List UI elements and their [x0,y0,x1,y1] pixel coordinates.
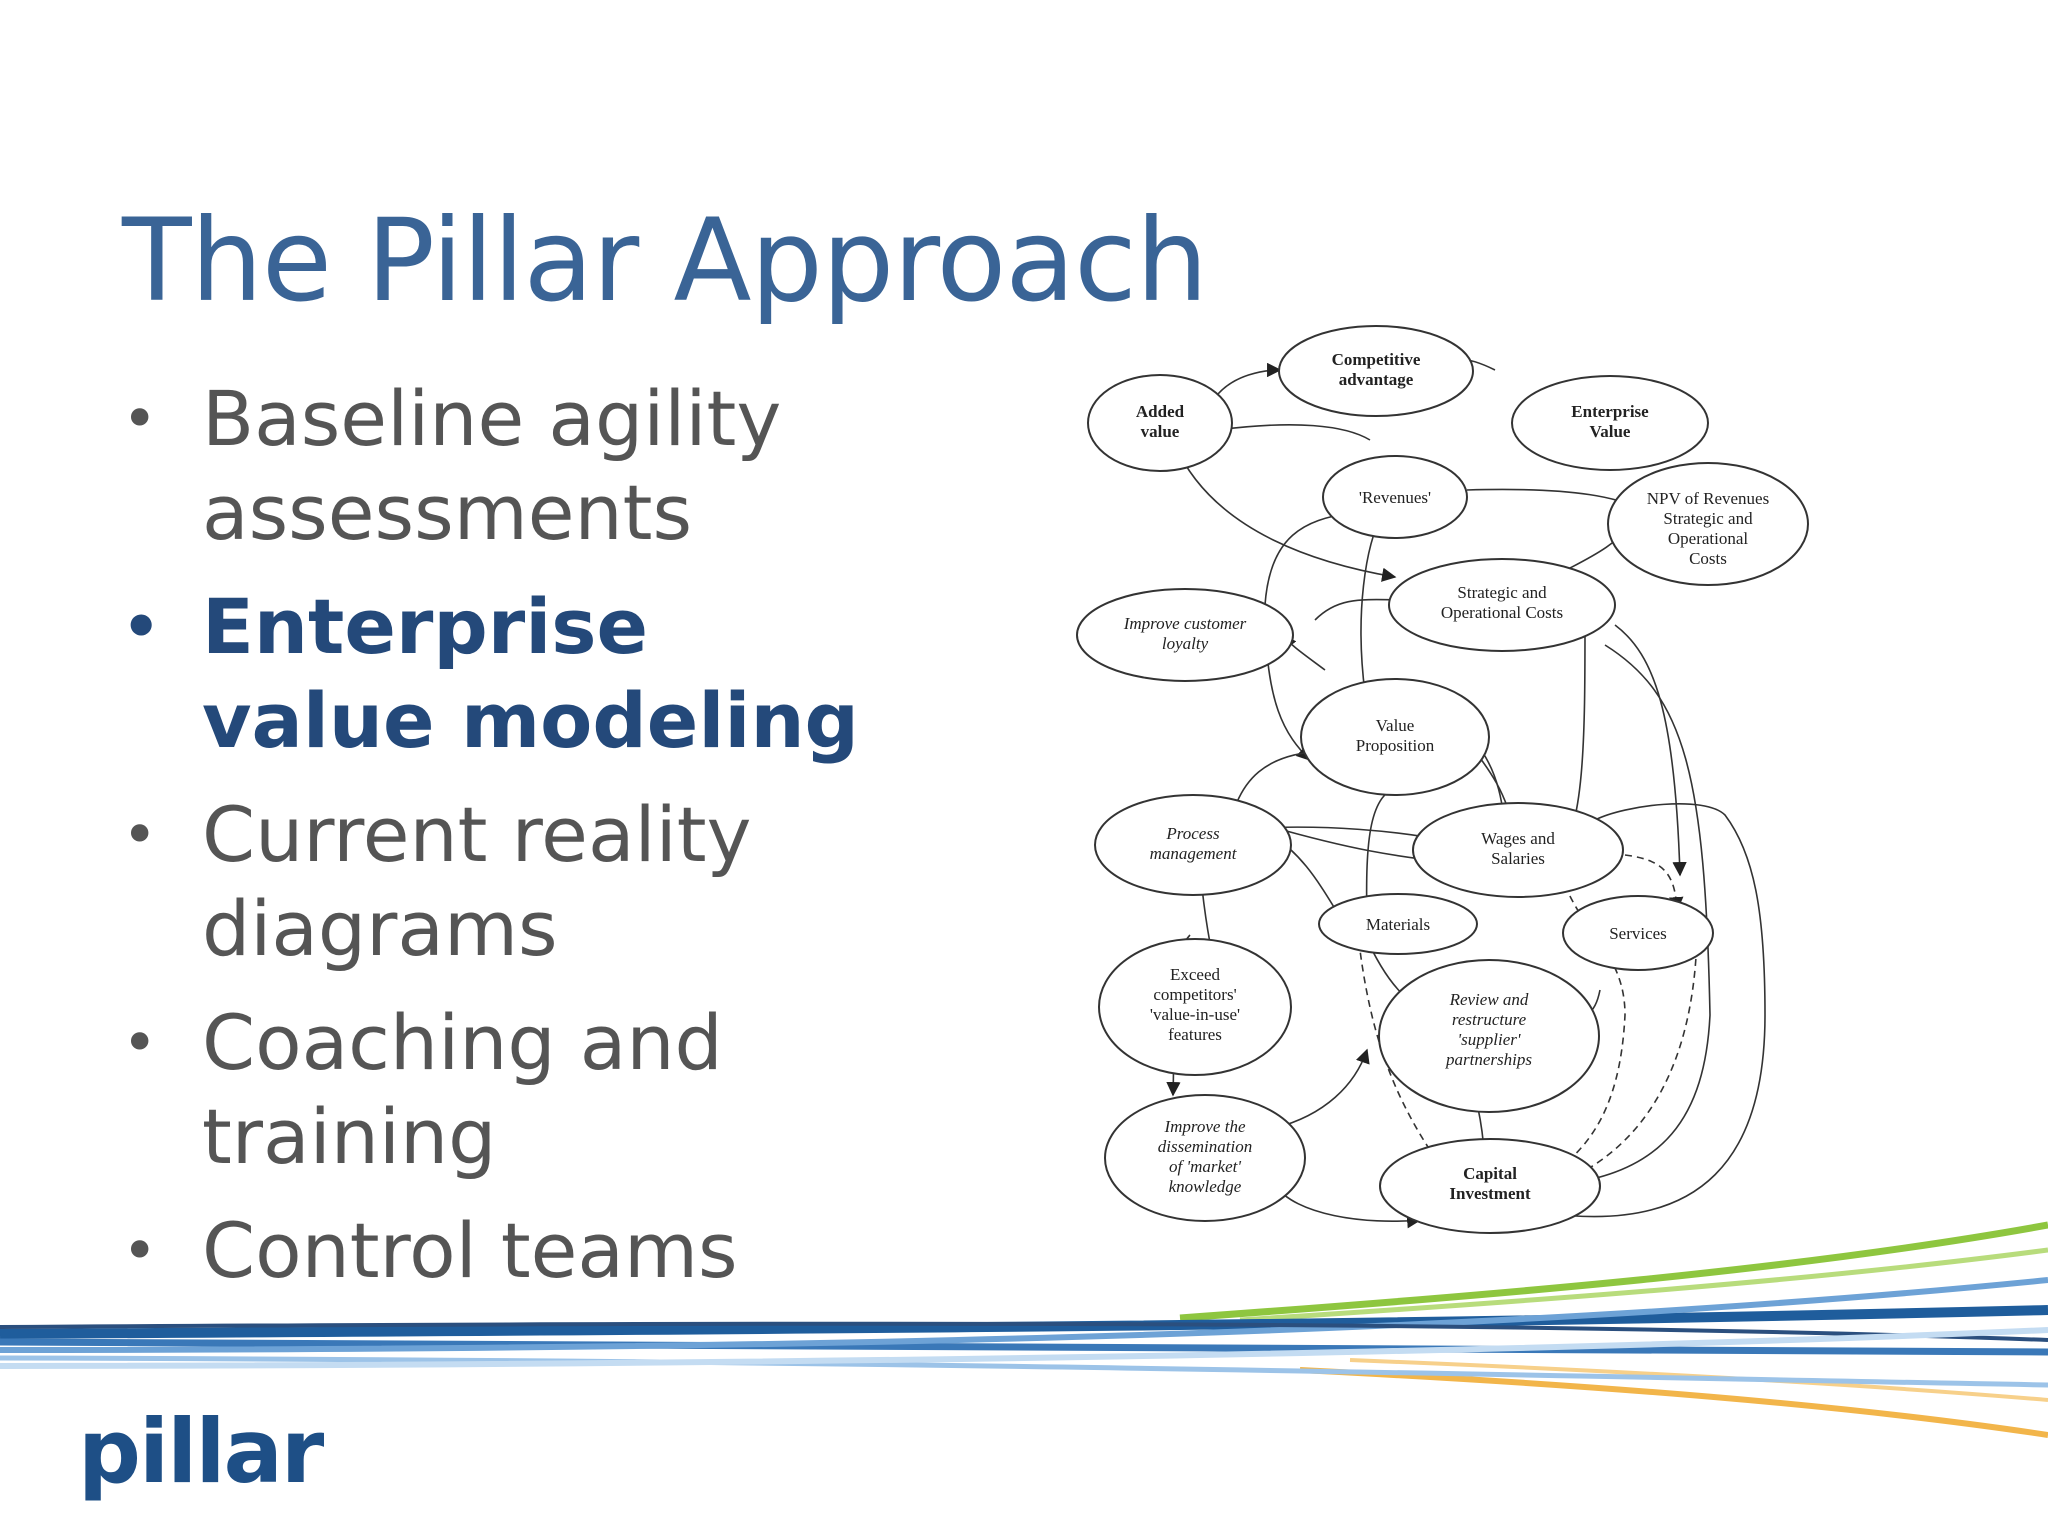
edge [1543,803,1766,1222]
node-enterprise-value: Enterprise Value [1511,375,1709,471]
bullet-dot-icon: • [122,1216,158,1286]
node-label: value [1141,422,1180,441]
node-label: Costs [1689,549,1727,568]
node-label: management [1150,844,1238,863]
node-label: Strategic and [1663,509,1753,528]
node-label: features [1168,1025,1222,1044]
node-label: loyalty [1162,634,1209,653]
bullet-dot-icon: • [122,384,158,454]
bullet-text: Current reality diagrams [202,790,752,973]
node-label: Competitive [1332,350,1421,369]
node-label: advantage [1339,370,1414,389]
node-label: dissemination [1158,1137,1252,1156]
bullet-list: • Baseline agility assessments • Enterpris… [122,372,882,1318]
node-label: Enterprise [1571,402,1649,421]
node-label: Value [1376,716,1415,735]
edge [1174,444,1397,582]
edge [1264,507,1352,606]
node-label: Capital [1463,1164,1517,1183]
node-label: Exceed [1170,965,1221,984]
node-label: Improve customer [1123,614,1247,633]
bullet-item-baseline-agility: • Baseline agility assessments [122,372,882,560]
edge [1215,421,1371,441]
node-label: Investment [1449,1184,1531,1203]
node-label: partnerships [1445,1050,1532,1069]
node-label: restructure [1452,1010,1527,1029]
node-revenues: 'Revenues' [1322,455,1468,539]
pillar-logo: pillar [78,1400,324,1503]
node-materials: Materials [1318,893,1478,955]
node-label: competitors' [1153,985,1236,1004]
node-label: Improve the [1163,1117,1245,1136]
node-label: Review and [1449,990,1529,1009]
node-label: Process [1165,824,1220,843]
bullet-item-coaching: • Coaching and training [122,996,882,1184]
node-label: Materials [1366,915,1430,934]
node-label: of 'market' [1169,1157,1241,1176]
node-improve-dissemination: Improve the dissemination of 'market' kn… [1104,1094,1306,1222]
bullet-text: Baseline agility assessments [202,374,782,557]
bullet-dot-icon: • [122,592,161,662]
dashed-edge [1558,934,1698,1185]
node-wages-salaries: Wages and Salaries [1412,802,1624,898]
node-exceed-competitors: Exceed competitors' 'value-in-use' featu… [1098,938,1292,1076]
node-label: Operational Costs [1441,603,1563,622]
node-label: Proposition [1356,736,1435,755]
node-label: Value [1590,422,1631,441]
node-capital-investment: Capital Investment [1379,1138,1601,1234]
node-label: Added [1136,402,1185,421]
bullet-item-enterprise-value: • Enterprise value modeling [122,580,882,768]
node-process-management: Process management [1094,794,1292,896]
decorative-wave-lines [0,1221,2048,1438]
node-improve-customer-loyalty: Improve customer loyalty [1076,588,1294,682]
node-competitive-advantage: Competitive advantage [1278,325,1474,417]
node-label: 'Revenues' [1359,488,1431,507]
node-label: Services [1609,924,1667,943]
bullet-dot-icon: • [122,800,158,870]
node-label: Strategic and [1457,583,1547,602]
bullet-item-current-reality: • Current reality diagrams [122,788,882,976]
node-review-partnerships: Review and restructure 'supplier' partne… [1378,959,1600,1113]
node-label: Salaries [1491,849,1545,868]
node-label: NPV of Revenues [1647,489,1769,508]
node-label: knowledge [1169,1177,1242,1196]
bullet-dot-icon: • [122,1008,158,1078]
slide-title: The Pillar Approach [122,194,1208,328]
edge [1614,624,1687,877]
bullet-text: Control teams [202,1206,738,1295]
edge [1274,1048,1370,1129]
node-strategic-operational-costs: Strategic and Operational Costs [1388,558,1616,652]
enterprise-value-diagram: Added value Competitive advantage Enterp… [1076,325,1809,1234]
node-label: Wages and [1481,829,1555,848]
bullet-item-control-teams: • Control teams [122,1204,882,1298]
node-services: Services [1562,895,1714,971]
node-label: Operational [1668,529,1749,548]
node-label: 'supplier' [1458,1030,1521,1049]
node-npv: NPV of Revenues Strategic and Operationa… [1607,462,1809,586]
node-added-value: Added value [1087,374,1233,472]
bullet-text: Enterprise value modeling [202,582,859,765]
node-value-proposition: Value Proposition [1300,678,1490,796]
node-label: 'value-in-use' [1150,1005,1240,1024]
bullet-text: Coaching and training [202,998,723,1181]
